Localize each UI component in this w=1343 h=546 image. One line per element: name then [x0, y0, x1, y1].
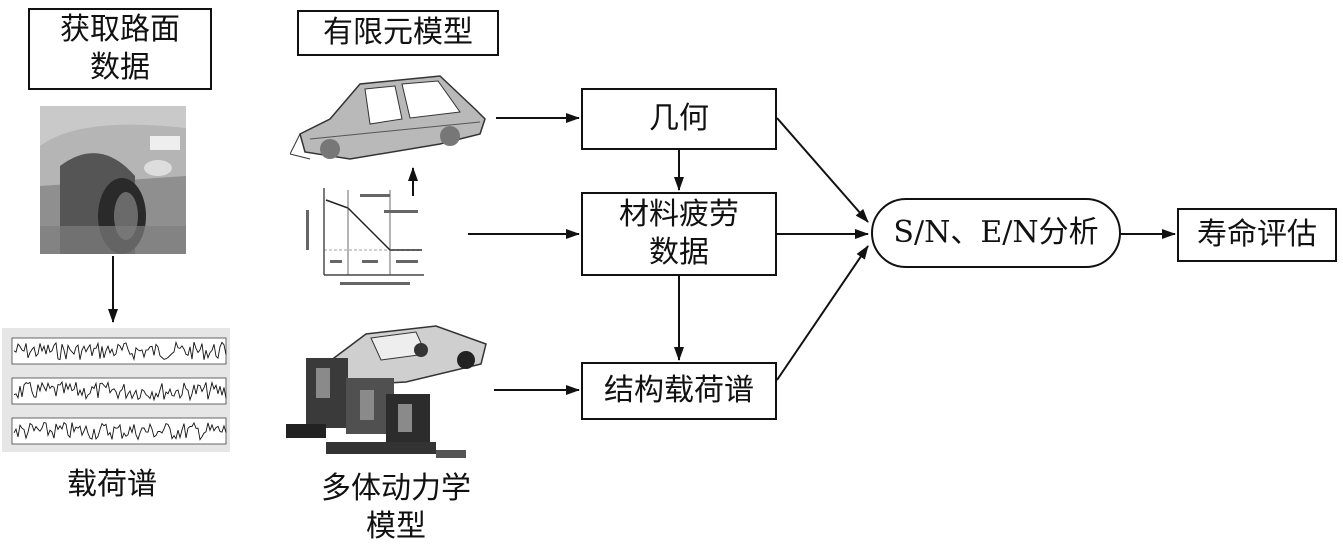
car-wheel-photo-icon — [40, 106, 186, 254]
load-history-plots-icon — [2, 328, 230, 452]
car-body-fem-icon — [289, 64, 490, 174]
life-assessment-label: 寿命评估 — [1197, 217, 1317, 252]
sn-curve-plot-icon — [300, 180, 428, 290]
multibody-car-rig-icon — [286, 314, 492, 464]
arrow-geometry-to-analysis — [776, 117, 869, 223]
fem-title: 有限元模型 — [323, 15, 473, 50]
load-spectrum-label: 载荷谱 — [67, 467, 157, 502]
geometry-box: 几何 — [581, 88, 777, 150]
multibody-label: 多体动力学 模型 — [321, 471, 471, 544]
road-data-title-box: 获取路面 数据 — [28, 8, 212, 90]
material-fatigue-label: 材料疲劳 数据 — [619, 197, 739, 270]
sn-en-analysis-label: S/N、E/N分析 — [893, 215, 1099, 250]
fem-title-box: 有限元模型 — [297, 10, 499, 56]
life-assessment-box: 寿命评估 — [1177, 208, 1337, 262]
structural-load-box: 结构载荷谱 — [581, 362, 777, 420]
structural-load-label: 结构载荷谱 — [604, 373, 754, 408]
material-fatigue-box: 材料疲劳 数据 — [581, 192, 777, 276]
arrow-load-to-analysis — [776, 245, 869, 381]
road-data-title: 获取路面 数据 — [60, 12, 180, 85]
sn-en-analysis-node: S/N、E/N分析 — [871, 198, 1121, 268]
geometry-label: 几何 — [649, 101, 709, 136]
